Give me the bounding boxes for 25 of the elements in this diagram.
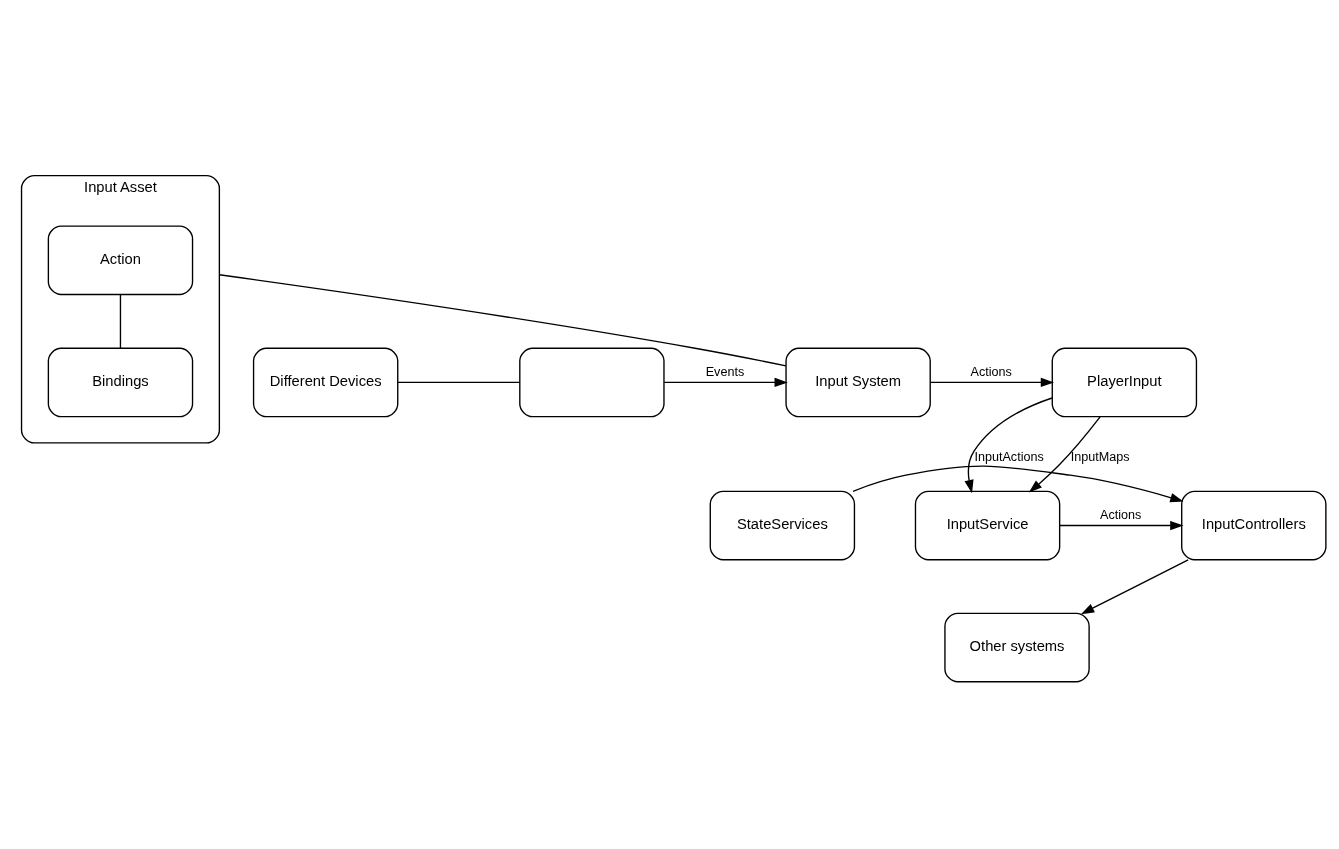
arrow bbox=[663, 377, 788, 388]
edge-label: Actions bbox=[970, 364, 1012, 379]
connector bbox=[119, 294, 122, 349]
edge-label: InputActions bbox=[974, 450, 1044, 465]
edge-label: Events bbox=[705, 364, 745, 379]
arrow bbox=[1080, 559, 1189, 615]
arrow bbox=[964, 397, 1053, 494]
arrow bbox=[852, 465, 1184, 503]
arrow bbox=[929, 377, 1055, 388]
node-box bbox=[519, 347, 665, 418]
node-box: Other systems bbox=[944, 612, 1090, 683]
arrow bbox=[1028, 416, 1101, 493]
connector bbox=[397, 381, 521, 384]
node-box: StateServices bbox=[709, 490, 856, 561]
connector bbox=[218, 274, 787, 367]
arrow bbox=[1059, 520, 1184, 531]
node-box: PlayerInput bbox=[1051, 347, 1198, 418]
node-box: Action bbox=[47, 225, 194, 296]
node-box: InputService bbox=[914, 490, 1061, 561]
node-box: Input System bbox=[785, 347, 931, 418]
edge-label: InputMaps bbox=[1070, 450, 1130, 465]
node-box: Bindings bbox=[47, 347, 194, 418]
node-box: InputControllers bbox=[1181, 490, 1327, 561]
edge-label: Actions bbox=[1100, 507, 1142, 522]
node-box: Different Devices bbox=[252, 347, 399, 418]
